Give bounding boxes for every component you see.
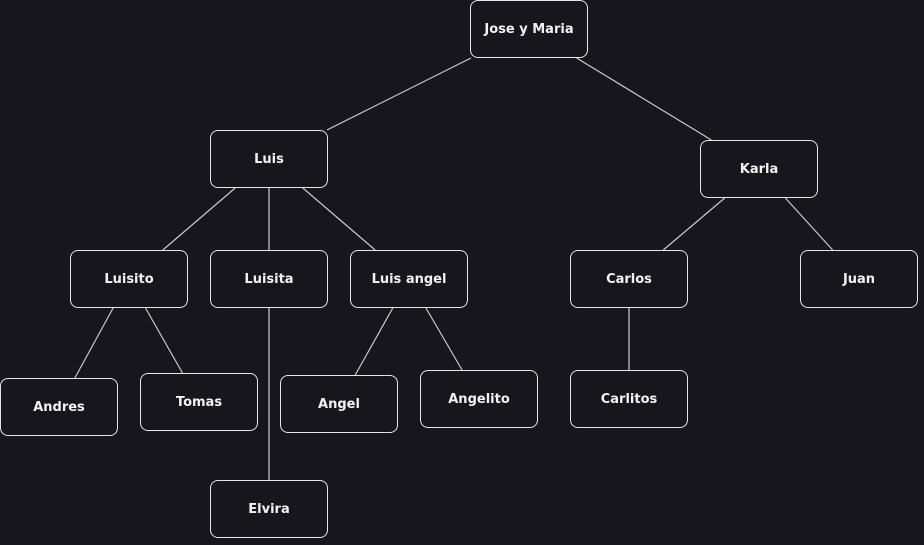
edge-luis_angel-to-angelito: [425, 307, 463, 371]
node-luis[interactable]: Luis: [210, 130, 328, 188]
node-luisito[interactable]: Luisito: [70, 250, 188, 308]
edge-luis-to-luis_angel: [302, 187, 376, 251]
edge-luis-to-luisito: [162, 187, 236, 251]
edge-jose_y_maria-to-luis: [326, 57, 472, 131]
edge-luisito-to-andres: [74, 307, 114, 379]
node-carlos[interactable]: Carlos: [570, 250, 688, 308]
node-andres[interactable]: Andres: [0, 378, 118, 436]
node-carlitos[interactable]: Carlitos: [570, 370, 688, 428]
edge-luis_angel-to-angel: [354, 307, 394, 376]
node-angel[interactable]: Angel: [280, 375, 398, 433]
edge-jose_y_maria-to-karla: [576, 57, 712, 141]
node-elvira[interactable]: Elvira: [210, 480, 328, 538]
edge-karla-to-juan: [784, 197, 834, 251]
node-tomas[interactable]: Tomas: [140, 373, 258, 431]
node-juan[interactable]: Juan: [800, 250, 918, 308]
node-luisita[interactable]: Luisita: [210, 250, 328, 308]
node-angelito[interactable]: Angelito: [420, 370, 538, 428]
node-jose-y-maria[interactable]: Jose y Maria: [470, 0, 588, 58]
edge-karla-to-carlos: [662, 197, 726, 251]
node-luis-angel[interactable]: Luis angel: [350, 250, 468, 308]
node-karla[interactable]: Karla: [700, 140, 818, 198]
edge-luisito-to-tomas: [144, 307, 184, 374]
